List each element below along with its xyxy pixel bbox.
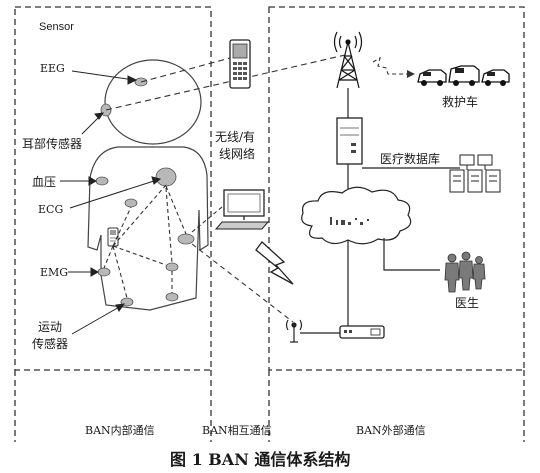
- cloud-signal-glyph: [330, 217, 369, 225]
- server-icon: [336, 117, 363, 165]
- router-icon: [339, 325, 385, 339]
- outer-ban-zone: [268, 6, 525, 371]
- doctor-group-icon: [444, 251, 486, 293]
- bp-sensor-node: [95, 176, 109, 186]
- internet-cloud-icon: [301, 186, 412, 245]
- ear-to-mobile-link: [140, 57, 231, 83]
- bottom-label-middle: BAN相互通信: [202, 424, 272, 437]
- pc-computer-icon: [214, 189, 270, 230]
- label-eeg: EEG: [40, 62, 65, 75]
- ambulance-icon-2: [448, 65, 480, 86]
- ear-to-tower-link: [105, 54, 346, 111]
- label-motion-sensor-2: 传感器: [32, 336, 68, 351]
- label-emg: EMG: [40, 266, 68, 279]
- emg-sensor-node: [97, 267, 111, 277]
- ambulance-icon-3: [481, 69, 510, 86]
- arm-to-router-link: [191, 243, 294, 323]
- sensor-nodes: [95, 77, 195, 307]
- label-ecg: ECG: [38, 203, 63, 216]
- label-doctor: 医生: [455, 296, 479, 310]
- tower-to-ambulance-signal: [372, 56, 408, 75]
- label-blood-pressure: 血压: [32, 175, 56, 189]
- label-network-line2: 线网络: [219, 146, 255, 161]
- cell-tower-icon: [333, 31, 363, 89]
- figure-caption: 图 1 BAN 通信体系结构: [170, 450, 350, 469]
- label-ear-sensor: 耳部传感器: [22, 136, 82, 151]
- ambulance-icon-1: [417, 69, 447, 86]
- bottom-label-inner: BAN内部通信: [85, 423, 155, 437]
- label-network-line1: 无线/有: [215, 130, 255, 144]
- label-motion-sensor-1: 运动: [38, 320, 62, 334]
- zone-borders: [14, 6, 525, 442]
- chest-sensor-node: [124, 198, 138, 208]
- sensor-zone-title: Sensor: [39, 21, 74, 33]
- cloud-to-doctor-line: [383, 238, 440, 271]
- human-figure: [87, 59, 209, 311]
- ecg-sensor-node: [155, 167, 177, 187]
- wireless-lightning-icon: [255, 241, 294, 285]
- head-outline: [104, 59, 202, 145]
- leg-sensor-node-2: [165, 292, 179, 302]
- arm-sensor-node: [177, 233, 195, 245]
- sensor-leaders: [60, 70, 162, 335]
- leg-sensor-node-1: [165, 262, 179, 272]
- label-ambulance: 救护车: [442, 94, 478, 109]
- label-database: 医疗数据库: [380, 151, 440, 166]
- bottom-label-outer: BAN外部通信: [356, 423, 426, 437]
- body-outline: [87, 146, 209, 311]
- intra-ban-links: [103, 184, 187, 299]
- ambulance-icons: [417, 65, 510, 86]
- mobile-phone-icon: [229, 39, 251, 89]
- database-icon: [449, 154, 501, 193]
- body-phone-icon: [107, 227, 119, 247]
- wifi-antenna-icon: [285, 319, 303, 343]
